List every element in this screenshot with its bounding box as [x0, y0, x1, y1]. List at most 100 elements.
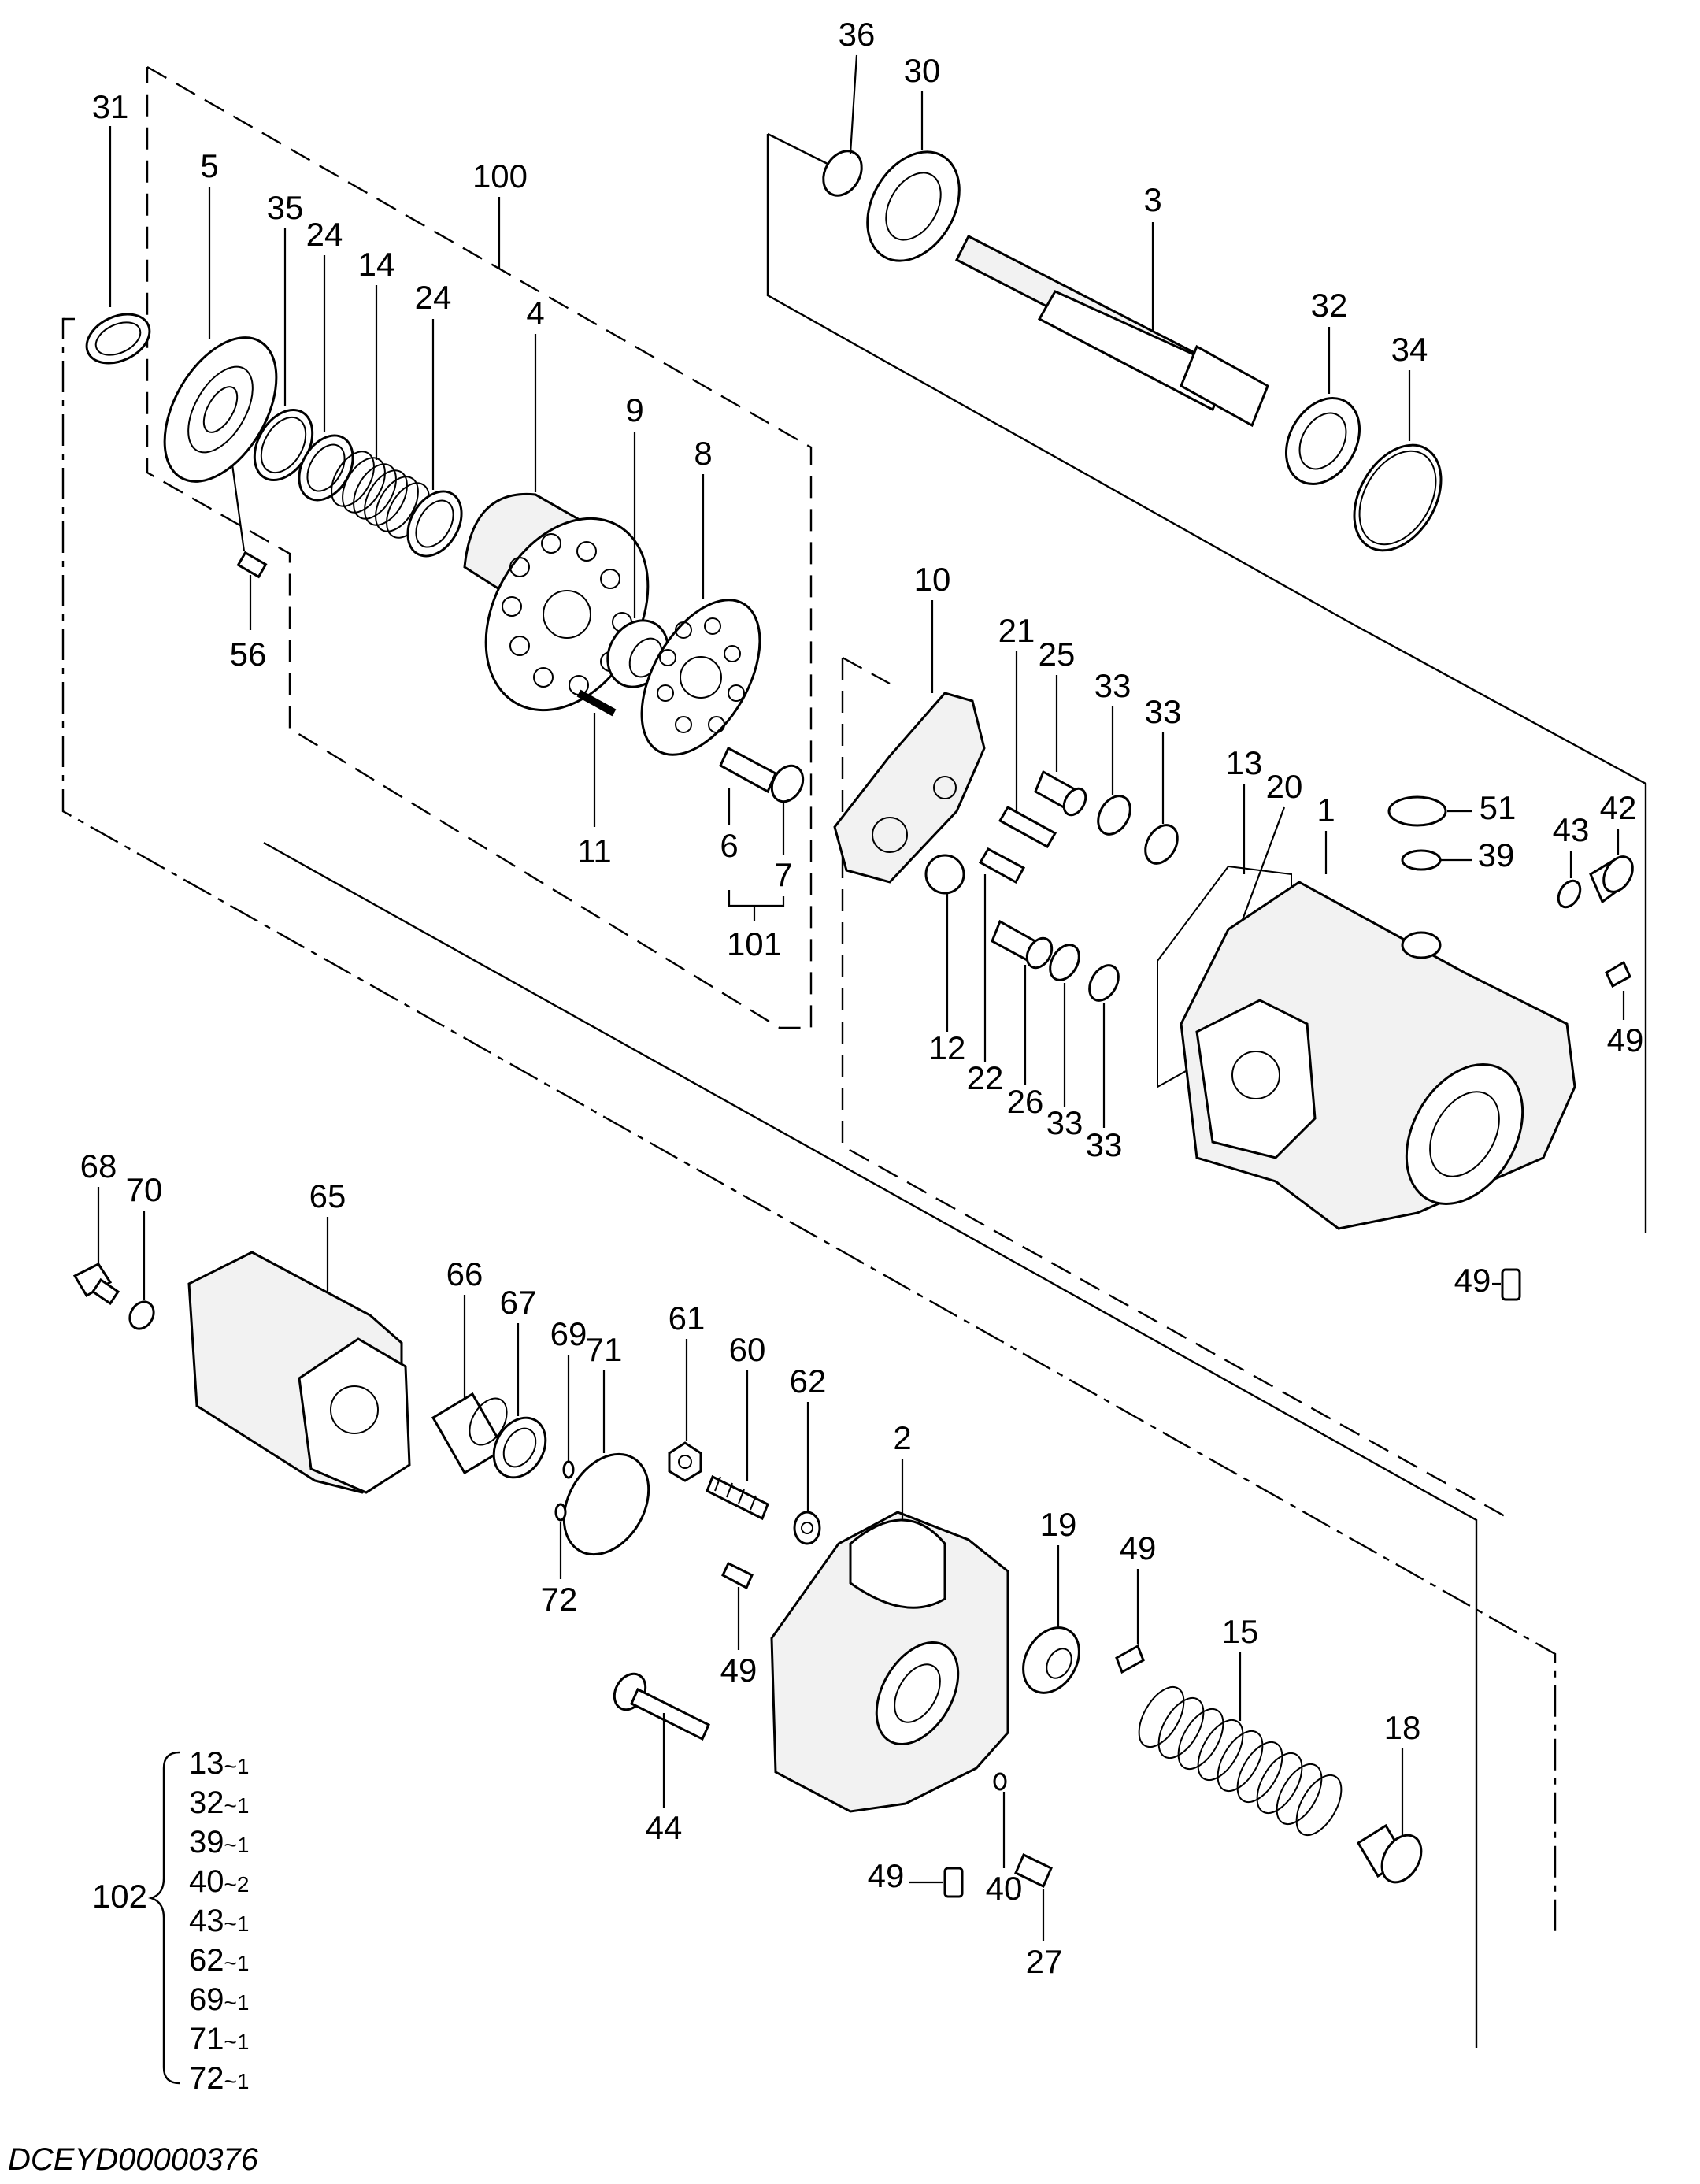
part-33-shim-a [1097, 706, 1131, 836]
part-15-spring [1138, 1652, 1343, 1836]
kit-100-boundary [146, 65, 813, 1029]
part-72-o-ring [554, 1503, 567, 1579]
callout-13: 13 [1226, 744, 1263, 781]
callout-40: 40 [986, 1870, 1023, 1907]
part-3-drive-shaft [954, 222, 1269, 428]
callout-34: 34 [1391, 331, 1428, 368]
callout-12: 12 [929, 1029, 966, 1066]
callout-70: 70 [126, 1171, 163, 1208]
part-66-coupling [431, 1295, 508, 1475]
callout-68: 68 [80, 1148, 117, 1185]
part-51-plug [1387, 795, 1472, 827]
callout-33a: 33 [1094, 667, 1131, 704]
callout-10: 10 [914, 561, 951, 598]
part-44-bolt [613, 1672, 710, 1808]
callout-9: 9 [625, 391, 643, 428]
callout-22: 22 [967, 1059, 1004, 1096]
callout-62: 62 [790, 1363, 827, 1400]
kit-item-40: 40~2 [189, 1864, 249, 1899]
callout-69: 69 [550, 1315, 587, 1352]
callout-71: 71 [586, 1331, 623, 1368]
part-33-shim-c [1049, 944, 1080, 1107]
part-22-pin [978, 847, 1026, 1062]
callout-33d: 33 [1086, 1126, 1123, 1163]
callout-33b: 33 [1145, 693, 1182, 730]
part-56-pin [236, 551, 268, 630]
part-24-washer-b [406, 319, 463, 558]
part-71-o-ring [562, 1370, 650, 1556]
part-33-shim-b [1144, 732, 1179, 865]
part-62-seal-washer [793, 1402, 821, 1545]
kit-102-label: 102 [92, 1878, 147, 1915]
callout-11: 11 [577, 832, 612, 870]
housing-group-boundary [841, 658, 1513, 1522]
part-11-pin [576, 689, 617, 827]
part-49-plug-d [1115, 1569, 1145, 1674]
callout-24b: 24 [415, 279, 452, 316]
callout-7: 7 [774, 856, 792, 893]
part-65-gear-pump [187, 1217, 411, 1494]
part-5-valve-plate [163, 187, 278, 552]
callout-72: 72 [541, 1581, 578, 1618]
callout-49a: 49 [1607, 1022, 1644, 1059]
callout-66: 66 [446, 1255, 483, 1292]
callout-33c: 33 [1046, 1104, 1083, 1141]
drawing-code: DCEYD00000376 [8, 2142, 259, 2177]
callout-100: 100 [472, 158, 528, 195]
part-24-washer-a [298, 255, 354, 502]
part-68-bolt [72, 1187, 120, 1306]
part-14-spring [331, 285, 430, 539]
callout-25: 25 [1039, 636, 1076, 673]
part-39-o-ring [1401, 849, 1472, 871]
callout-5: 5 [200, 147, 218, 184]
part-43-o-ring [1557, 851, 1582, 909]
callout-8: 8 [694, 435, 712, 472]
callout-65: 65 [309, 1177, 346, 1214]
callout-49b: 49 [1454, 1262, 1491, 1299]
callout-31: 31 [92, 88, 129, 125]
part-34-snap-ring [1353, 370, 1443, 552]
callout-61: 61 [669, 1300, 706, 1337]
part-32-oil-seal [1284, 327, 1361, 485]
part-70-o-ring [128, 1211, 155, 1330]
callout-36: 36 [839, 16, 876, 53]
part-31-needle-bearing [85, 126, 151, 365]
part-30-ball-bearing [866, 91, 961, 262]
kit-item-32: 32~1 [189, 1785, 249, 1820]
part-42-plug [1589, 829, 1634, 904]
callout-21: 21 [998, 612, 1035, 649]
kit-item-39: 39~1 [189, 1825, 249, 1860]
callout-20: 20 [1266, 768, 1303, 805]
callout-24a: 24 [306, 216, 343, 253]
kit-item-13: 13~1 [189, 1746, 249, 1781]
part-12-ball [924, 854, 965, 1032]
part-1-casing [1180, 831, 1576, 1230]
callout-30: 30 [904, 52, 941, 89]
part-8-retainer-plate [640, 474, 761, 756]
callout-1: 1 [1317, 792, 1335, 829]
part-27-pin [1014, 1852, 1053, 1941]
inner-right-frame [263, 841, 1478, 2048]
callout-42: 42 [1600, 789, 1637, 826]
part-60-adjust-screw [706, 1370, 769, 1521]
callout-14: 14 [358, 246, 395, 283]
part-26-stopper [991, 919, 1054, 1085]
kit-102-brace [147, 1751, 180, 2085]
kit-item-71: 71~1 [189, 2022, 249, 2056]
callout-18: 18 [1384, 1709, 1421, 1746]
callout-43: 43 [1553, 811, 1590, 848]
kit-102-list: 102 13~1 32~1 39~1 40~2 43~1 62~1 69~1 7… [92, 1746, 249, 2096]
part-33-shim-d [1088, 964, 1120, 1128]
callout-44: 44 [646, 1809, 683, 1846]
part-25-stopper [1034, 675, 1087, 817]
callout-49e: 49 [868, 1857, 905, 1894]
part-21-pin [998, 651, 1057, 849]
shaft-group-boundary [766, 134, 1647, 1233]
callout-15: 15 [1222, 1613, 1259, 1650]
callout-labels: 31 5 100 35 24 14 24 4 9 8 56 11 6 7 101… [80, 16, 1644, 1980]
callout-4: 4 [526, 295, 544, 332]
part-49-plug-a [1605, 960, 1631, 1020]
part-2-pump-cover [770, 1459, 1009, 1813]
part-67-collar [492, 1323, 547, 1479]
